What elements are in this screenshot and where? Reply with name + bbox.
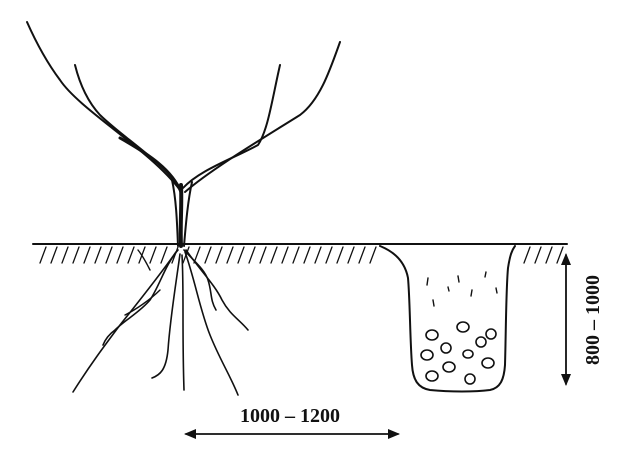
- soil-hatch-mark: [50, 246, 58, 264]
- soil-hatch-mark: [127, 246, 135, 264]
- depth-label: 800 – 1000: [582, 275, 604, 365]
- soil-hatching: [39, 246, 564, 264]
- spacing-dimension: 1000 – 1200: [184, 405, 400, 439]
- soil-hatch-mark: [61, 246, 69, 264]
- soil-hatch-mark: [83, 246, 91, 264]
- spacing-label: 1000 – 1200: [240, 405, 340, 427]
- soil-hatch-mark: [248, 246, 256, 264]
- soil-hatch-mark: [215, 246, 223, 264]
- soil-hatch-mark: [72, 246, 80, 264]
- soil-hatch-mark: [556, 246, 564, 264]
- ground-surface: [32, 243, 568, 264]
- soil-hatch-mark: [105, 246, 113, 264]
- soil-hatch-mark: [347, 246, 355, 264]
- pit-soil-specks: [426, 271, 498, 307]
- soil-hatch-mark: [160, 246, 168, 264]
- soil-hatch-mark: [336, 246, 344, 264]
- soil-hatch-mark: [358, 246, 366, 264]
- soil-hatch-mark: [523, 246, 531, 264]
- soil-hatch-mark: [204, 246, 212, 264]
- soil-hatch-mark: [226, 246, 234, 264]
- soil-hatch-mark: [116, 246, 124, 264]
- planting-pit-icon: [379, 245, 516, 393]
- soil-hatch-mark: [149, 246, 157, 264]
- soil-hatch-mark: [259, 246, 267, 264]
- soil-hatch-mark: [534, 246, 542, 264]
- grape-seedling-icon: [26, 21, 341, 396]
- soil-hatch-mark: [237, 246, 245, 264]
- soil-hatch-mark: [545, 246, 553, 264]
- soil-hatch-mark: [281, 246, 289, 264]
- soil-hatch-mark: [292, 246, 300, 264]
- soil-hatch-mark: [270, 246, 278, 264]
- soil-hatch-mark: [369, 246, 377, 264]
- soil-hatch-mark: [39, 246, 47, 264]
- pit-drainage-stones: [420, 321, 497, 385]
- depth-dimension: 800 – 1000: [561, 253, 604, 386]
- soil-hatch-mark: [94, 246, 102, 264]
- soil-hatch-mark: [303, 246, 311, 264]
- soil-hatch-mark: [325, 246, 333, 264]
- soil-hatch-mark: [314, 246, 322, 264]
